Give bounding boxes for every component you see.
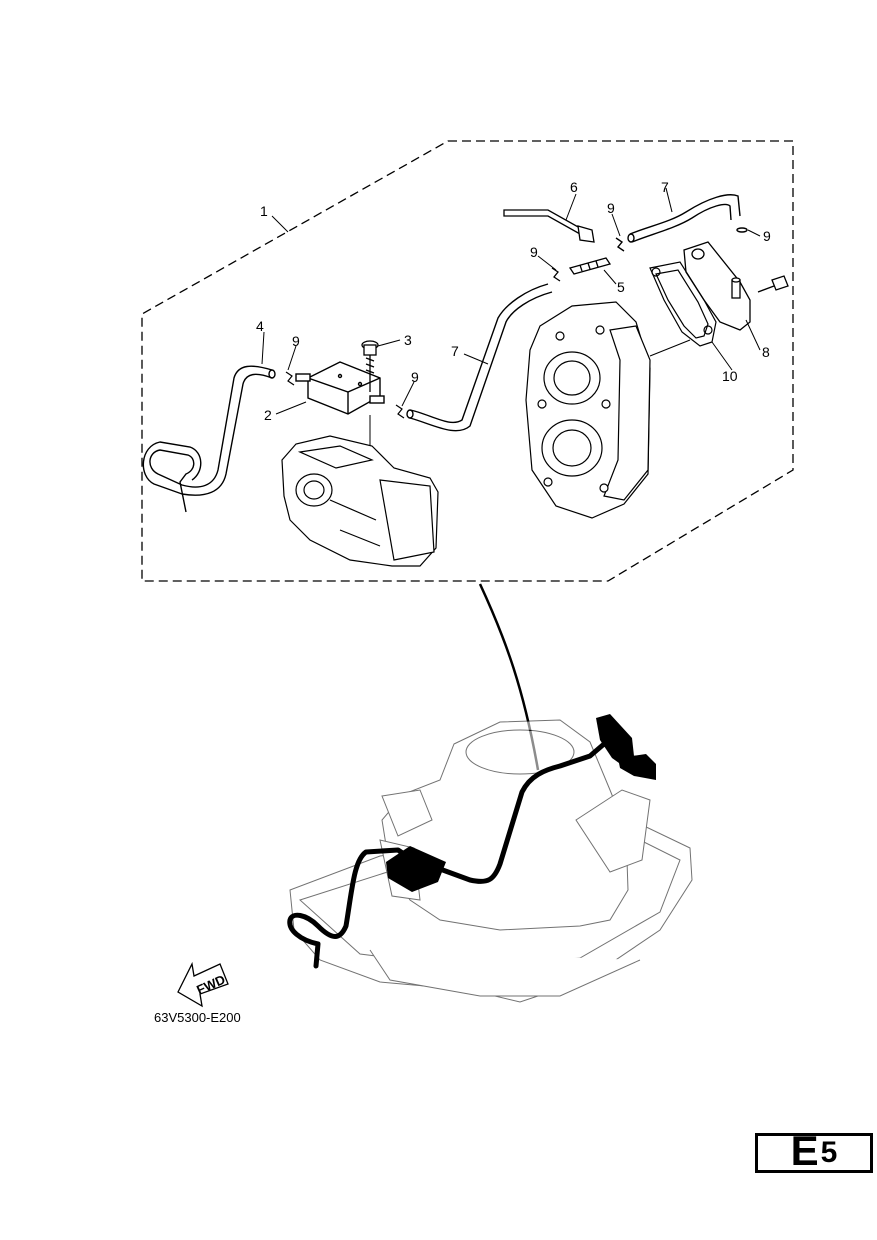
callout-9-cover: 9	[763, 228, 771, 244]
callout-9-pump-left: 9	[292, 333, 300, 349]
fuel-pump-part-2	[295, 361, 385, 415]
callout-2: 2	[264, 407, 272, 423]
section-number: 5	[820, 1136, 838, 1169]
callout-10: 10	[722, 368, 738, 384]
callout-9-joint: 9	[530, 244, 538, 260]
bolt-icon	[757, 275, 789, 293]
callout-5: 5	[617, 279, 625, 295]
tie-strap-part-6	[503, 209, 595, 243]
hose-clip-icon	[285, 371, 405, 419]
callout-leaders	[261, 187, 761, 415]
callout-1: 1	[260, 203, 268, 219]
section-identifier: E 5	[755, 1127, 873, 1174]
section-letter: E	[790, 1127, 819, 1174]
callout-7-upper: 7	[661, 179, 669, 195]
cover-part-8	[683, 241, 751, 331]
hose-joint-part-5	[551, 257, 612, 282]
figure-code: 63V5300-E200	[154, 1010, 241, 1025]
callout-8: 8	[762, 344, 770, 360]
fuel-hose-part-4	[142, 365, 276, 513]
callout-9-pump-right: 9	[411, 369, 419, 385]
carburetor-illustration	[281, 435, 439, 567]
callout-7-lower: 7	[451, 343, 459, 359]
fuel-hose-route-highlight	[287, 714, 656, 969]
cylinder-block-illustration	[525, 301, 691, 519]
fuel-hose-part-7-upper	[615, 194, 748, 252]
exploded-view-boundary	[141, 140, 794, 582]
callout-3: 3	[404, 332, 412, 348]
forward-arrow-icon: FWD	[177, 961, 229, 1008]
callout-9-hose: 9	[607, 200, 615, 216]
callout-4: 4	[256, 318, 264, 334]
fuel-hose-part-7-lower	[406, 283, 553, 432]
callout-6: 6	[570, 179, 578, 195]
